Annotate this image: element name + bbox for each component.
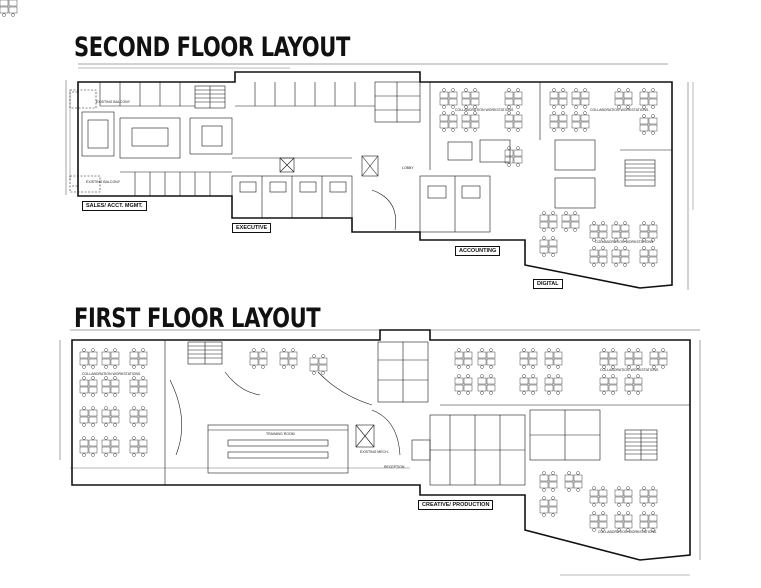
second-floor-plan	[65, 63, 694, 290]
first-floor-plan	[59, 329, 701, 576]
first-floor-workstations	[79, 348, 668, 532]
sales-tag: SALES/ ACCT. MGMT.	[82, 201, 147, 211]
existing-balcony-bottom-label: EXISTING BALCONY	[86, 180, 121, 184]
existing-mech-label: EXISTING MECH.	[360, 450, 389, 454]
digital-tag: DIGITAL	[533, 279, 563, 289]
creative-production-tag: CREATIVE/ PRODUCTION	[418, 500, 494, 510]
reception-label: RECEPTION	[384, 465, 405, 469]
first-floor-title: FIRST FLOOR LAYOUT	[74, 303, 321, 334]
second-floor-title: SECOND FLOOR LAYOUT	[74, 32, 350, 63]
executive-tag: EXECUTIVE	[232, 223, 272, 233]
lobby-label: LOBBY	[402, 166, 414, 170]
sf-collab-label-3: COLLABORATION WORKSTATIONS	[595, 240, 654, 244]
accounting-tag: ACCOUNTING	[455, 246, 501, 256]
ff-collab-label-1: COLLABORATION WORKSTATIONS	[82, 372, 141, 376]
ff-collab-label-2: COLLABORATION WORKSTATIONS	[600, 368, 659, 372]
ff-collab-label-3: COLLABORATION WORKSTATIONS	[598, 530, 657, 534]
second-floor-workstations	[0, 0, 658, 267]
sf-collab-label-2: COLLABORATION WORKSTATIONS	[590, 108, 649, 112]
training-room-label: TRAINING ROOM	[266, 432, 295, 436]
existing-balcony-top-label: EXISTING BALCONY	[96, 100, 131, 104]
sf-collab-label-1: COLLABORATION WORKSTATIONS	[455, 108, 514, 112]
